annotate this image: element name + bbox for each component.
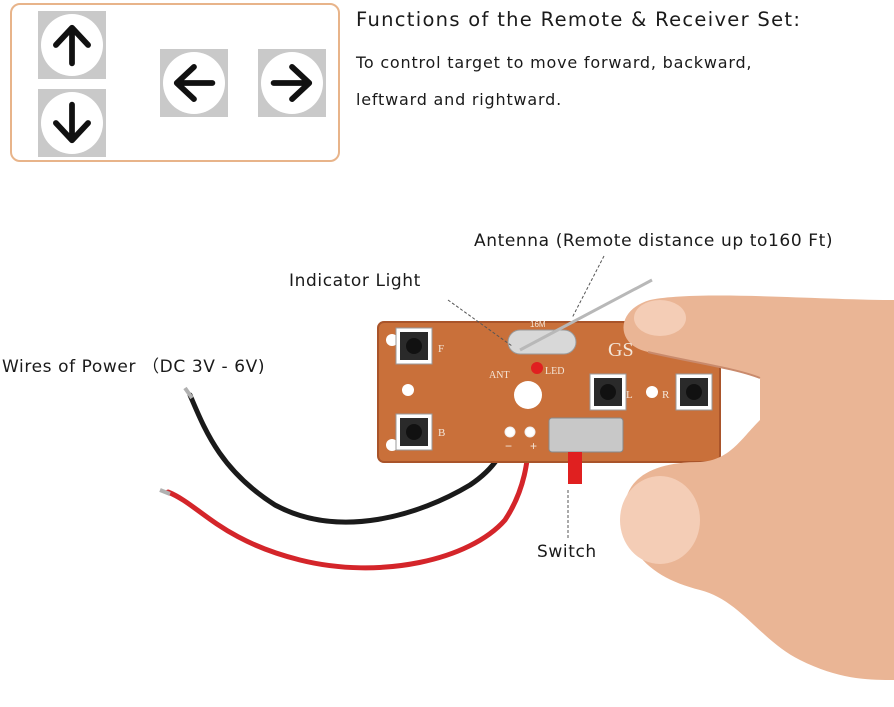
board-model: GS (608, 339, 634, 361)
button-l-label: L (626, 389, 633, 401)
button-b (395, 413, 433, 451)
pin-ant-label: ANT (489, 370, 510, 381)
button-r (675, 373, 713, 411)
switch-callout: Switch (537, 542, 597, 562)
antenna-leader (571, 255, 605, 319)
crystal-oscillator (507, 329, 577, 355)
led-indicator (531, 362, 543, 374)
finger-crease (647, 351, 761, 379)
pad-plus-label: + (530, 439, 537, 453)
button-r-label: R (662, 389, 670, 401)
functions-description: To control target to move forward, backw… (356, 53, 753, 109)
mount-hole (402, 384, 414, 396)
functions-box (10, 3, 340, 162)
indicator-callout: Indicator Light (289, 271, 421, 291)
arrow-down-tile (38, 89, 106, 157)
mount-hole (646, 386, 658, 398)
button-b-label: B (438, 427, 445, 439)
arrow-right-tile (258, 49, 326, 117)
index-fingertip (634, 300, 686, 336)
crystal-label: 16M (530, 320, 546, 329)
arrow-up-tile (38, 11, 106, 79)
pad-minus (504, 426, 516, 438)
mount-hole (386, 439, 398, 451)
arrow-left-icon (173, 64, 216, 102)
red-wire (165, 429, 533, 571)
mount-hole (386, 334, 398, 346)
black-wire (187, 392, 513, 525)
arrow-right-icon (270, 64, 313, 102)
pad-plus (524, 426, 536, 438)
arrow-up-icon (53, 24, 91, 67)
thumb (620, 476, 700, 564)
slide-switch-body (548, 417, 624, 453)
antenna-wire (519, 278, 653, 352)
pin-led-label: LED (545, 366, 564, 377)
pcb-board (377, 321, 721, 463)
button-f (395, 327, 433, 365)
wires-callout: Wires of Power （DC 3V - 6V) (2, 357, 266, 377)
red-wire-tip (159, 488, 171, 496)
button-l (589, 373, 627, 411)
black-wire-tip (183, 386, 194, 400)
button-f-label: F (438, 343, 444, 355)
arrow-left-tile (160, 49, 228, 117)
mount-hole-large (514, 381, 542, 409)
slide-switch-lever (568, 452, 582, 484)
indicator-leader (447, 299, 513, 347)
arrow-down-icon (53, 101, 91, 144)
hand (623, 295, 894, 680)
functions-title: Functions of the Remote & Receiver Set: (356, 8, 802, 31)
antenna-callout: Antenna (Remote distance up to160 Ft) (474, 231, 834, 251)
pad-minus-label: − (505, 439, 512, 453)
